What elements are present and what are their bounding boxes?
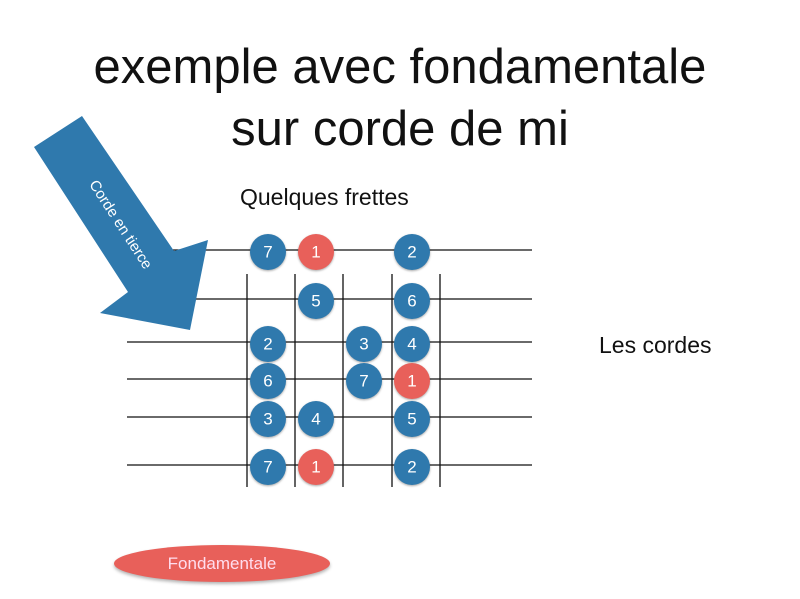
- note-circle: [394, 401, 430, 437]
- note-circle: [298, 283, 334, 319]
- scale-note: 7: [250, 234, 286, 270]
- note-circle: [250, 234, 286, 270]
- note-label: 4: [407, 334, 416, 353]
- scale-note: 2: [394, 234, 430, 270]
- root-note: 1: [298, 449, 334, 485]
- scale-note: 4: [394, 326, 430, 362]
- root-note: 1: [394, 363, 430, 399]
- note-circle: [298, 449, 334, 485]
- note-label: 1: [311, 242, 320, 261]
- note-circle: [298, 234, 334, 270]
- scale-note: 2: [250, 326, 286, 362]
- scale-note: 5: [394, 401, 430, 437]
- scale-note: 4: [298, 401, 334, 437]
- note-label: 6: [263, 371, 272, 390]
- note-label: 5: [311, 291, 320, 310]
- root-note: 1: [298, 234, 334, 270]
- scale-note: 2: [394, 449, 430, 485]
- note-label: 7: [359, 371, 368, 390]
- scale-note: 3: [346, 326, 382, 362]
- note-label: 4: [311, 409, 320, 428]
- slide-title-line2: sur corde de mi: [231, 102, 569, 156]
- note-circle: [346, 363, 382, 399]
- scale-note: 5: [298, 283, 334, 319]
- note-label: 3: [263, 409, 272, 428]
- scale-note: 6: [394, 283, 430, 319]
- scale-note: 6: [250, 363, 286, 399]
- third-string-arrow: Corde en tierce: [34, 116, 208, 330]
- arrow-shape: [34, 116, 208, 330]
- note-circle: [298, 401, 334, 437]
- note-circle: [250, 326, 286, 362]
- note-label: 2: [407, 457, 416, 476]
- note-label: 6: [407, 291, 416, 310]
- scale-note: 3: [250, 401, 286, 437]
- note-circle: [250, 363, 286, 399]
- note-circle: [346, 326, 382, 362]
- scale-note: 7: [346, 363, 382, 399]
- frets-label: Quelques frettes: [240, 184, 409, 210]
- note-label: 2: [407, 242, 416, 261]
- root-legend: Fondamentale: [114, 545, 330, 582]
- note-label: 5: [407, 409, 416, 428]
- note-label: 3: [359, 334, 368, 353]
- note-label: 7: [263, 242, 272, 261]
- note-circle: [394, 283, 430, 319]
- note-circle: [394, 363, 430, 399]
- note-label: 2: [263, 334, 272, 353]
- note-label: 7: [263, 457, 272, 476]
- slide-title-line1: exemple avec fondamentale: [93, 40, 707, 94]
- note-circle: [394, 326, 430, 362]
- root-legend-label: Fondamentale: [167, 553, 277, 573]
- note-label: 1: [311, 457, 320, 476]
- note-circle: [250, 449, 286, 485]
- note-circle: [394, 234, 430, 270]
- scale-note: 7: [250, 449, 286, 485]
- note-circle: [394, 449, 430, 485]
- note-label: 1: [407, 371, 416, 390]
- strings-label: Les cordes: [599, 332, 712, 358]
- note-circle: [250, 401, 286, 437]
